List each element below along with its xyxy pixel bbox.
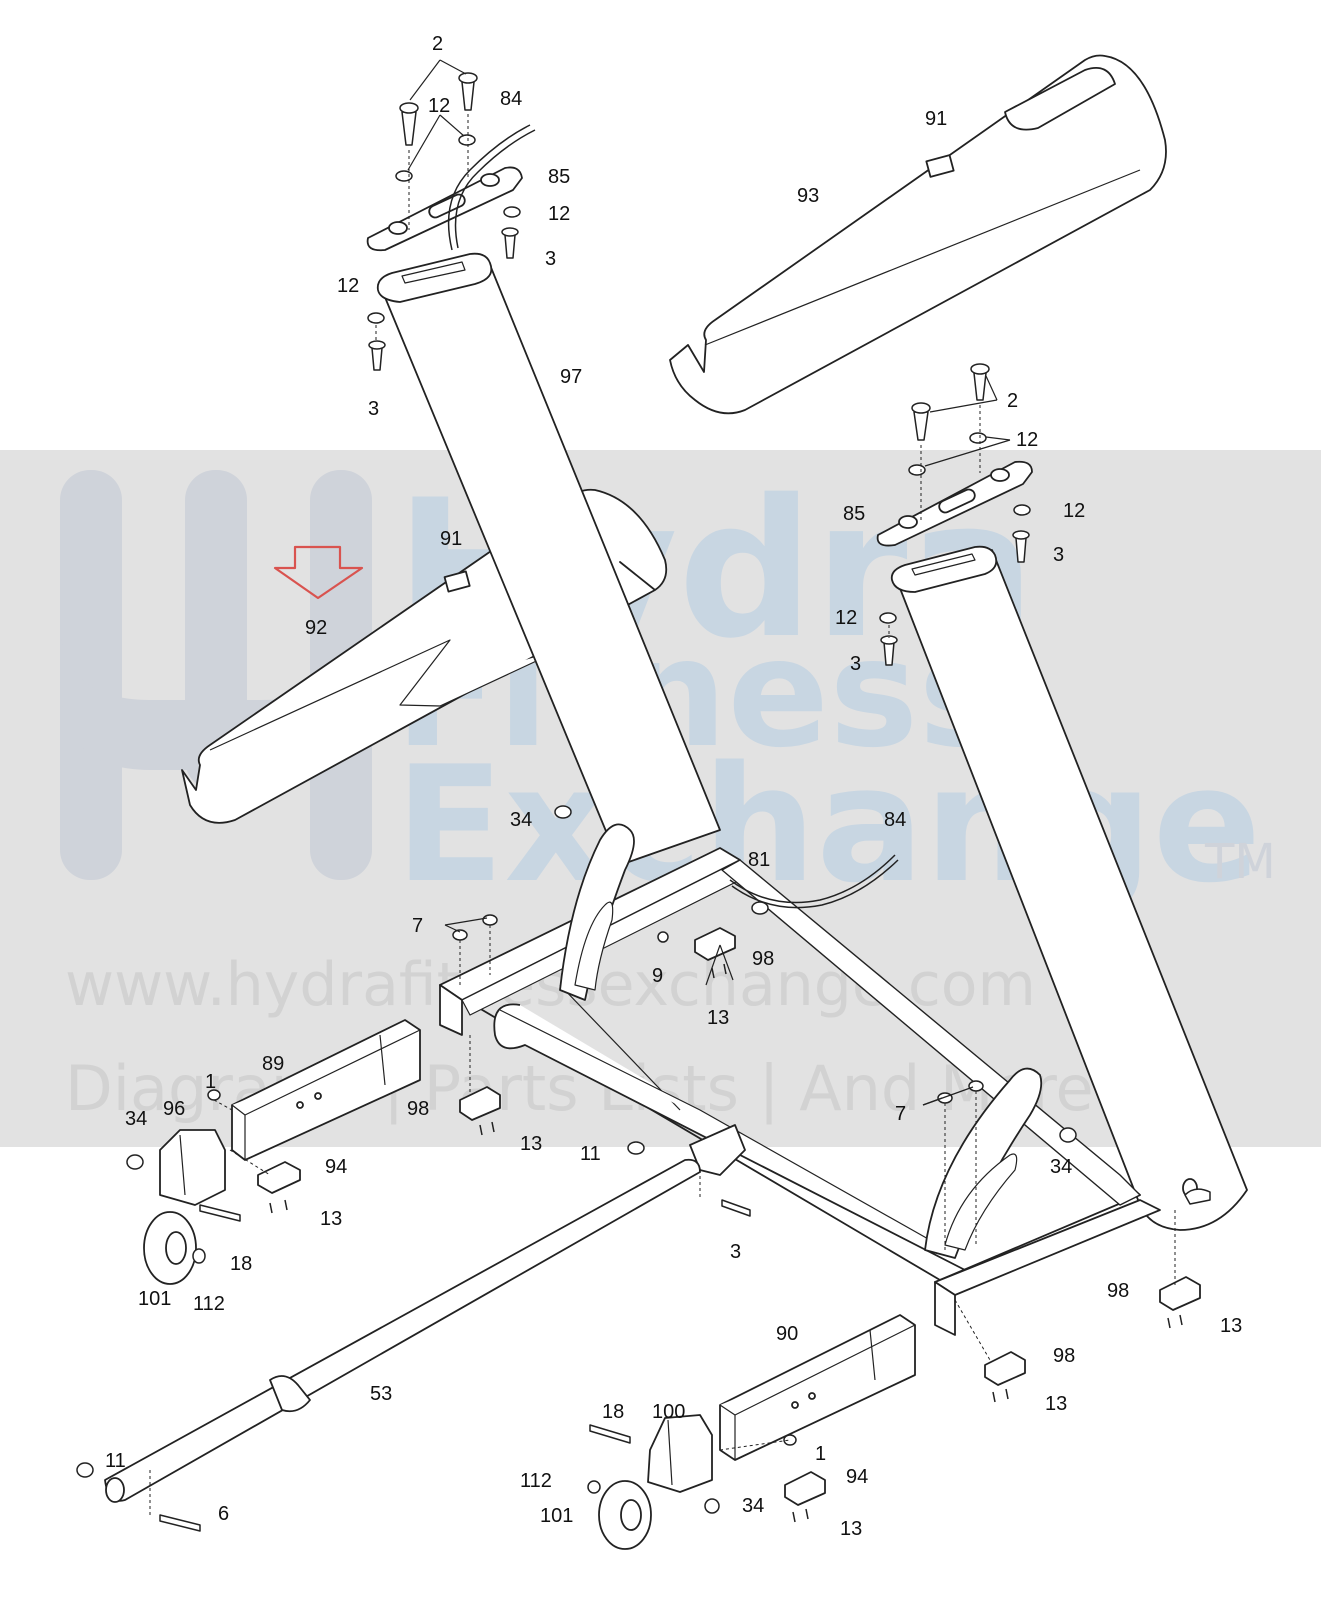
callout-101-right: 101 [540, 1505, 573, 1527]
foot-pads [257, 927, 1201, 1506]
callout-94-left: 94 [325, 1156, 347, 1178]
callout-84-top: 84 [500, 88, 522, 110]
callout-84-center: 84 [884, 809, 906, 831]
hardware [76, 72, 1211, 1532]
callout-3-top-left: 3 [545, 248, 556, 270]
callout-7-right: 7 [895, 1103, 906, 1125]
callout-11-center: 11 [580, 1143, 601, 1165]
callout-96: 96 [163, 1098, 185, 1120]
callout-13-left: 13 [320, 1208, 342, 1230]
callout-101-left: 101 [138, 1288, 171, 1310]
top-plate-left [366, 166, 523, 252]
callout-3-right-tube: 3 [850, 653, 861, 675]
callout-98-right: 98 [1053, 1345, 1075, 1367]
callout-1-left: 1 [205, 1071, 216, 1093]
callout-13-bottom: 13 [840, 1518, 862, 1540]
left-wheel-bracket [159, 1129, 226, 1206]
callout-85-right: 85 [843, 503, 865, 525]
callout-13-left-rail: 13 [520, 1133, 542, 1155]
callout-12-top-left: 12 [428, 95, 450, 117]
callout-53: 53 [370, 1383, 392, 1405]
callout-13-center: 13 [707, 1007, 729, 1029]
callout-98-far-right: 98 [1107, 1280, 1129, 1302]
callout-34-right: 34 [1050, 1156, 1072, 1178]
callout-12-right-tube: 12 [835, 607, 857, 629]
callout-18-left: 18 [230, 1253, 252, 1275]
callout-12-right-plate: 12 [1063, 500, 1085, 522]
callout-89: 89 [262, 1053, 284, 1075]
callout-12-right-top: 12 [1016, 429, 1038, 451]
callout-112-right: 112 [520, 1470, 552, 1492]
callout-85-top-left: 85 [548, 166, 570, 188]
leader-lines [149, 114, 1176, 1515]
callout-12-right-plate-left: 12 [548, 203, 570, 225]
left-upright-tube [376, 252, 721, 866]
axle-tube [104, 1158, 701, 1503]
callout-92: 92 [305, 617, 327, 639]
callout-3-left-tube: 3 [368, 398, 379, 420]
callout-7-center: 7 [412, 915, 423, 937]
callout-18-right: 18 [602, 1401, 624, 1423]
top-plate-right [876, 460, 1033, 547]
callout-6: 6 [218, 1503, 229, 1525]
callout-93: 93 [797, 185, 819, 207]
highlight-arrow-icon [273, 545, 364, 600]
callout-94-right: 94 [846, 1466, 868, 1488]
callout-11-bottom: 11 [105, 1450, 126, 1472]
callout-12-left-tube: 12 [337, 275, 359, 297]
base-frame [439, 823, 1161, 1336]
callout-13-right: 13 [1045, 1393, 1067, 1415]
right-wheel [598, 1480, 652, 1550]
callout-34-left: 34 [125, 1108, 147, 1130]
callout-labels: 2 12 84 85 12 3 12 3 97 91 93 2 12 85 12… [105, 33, 1242, 1540]
left-rail [231, 1019, 421, 1161]
right-upright-cover [669, 54, 1167, 415]
parts [76, 54, 1248, 1550]
wire-harness [447, 124, 899, 909]
callout-2-top-left: 2 [432, 33, 443, 55]
callout-100: 100 [652, 1401, 685, 1423]
callout-90: 90 [776, 1323, 798, 1345]
callout-leaders [407, 59, 1011, 1106]
callout-81: 81 [748, 849, 770, 871]
callout-91-left-cover: 91 [440, 528, 462, 550]
callout-1-right: 1 [815, 1443, 826, 1465]
callout-13-far-right: 13 [1220, 1315, 1242, 1337]
callout-3-center: 3 [730, 1241, 741, 1263]
left-wheel [143, 1211, 197, 1285]
right-wheel-bracket [647, 1414, 713, 1493]
callout-9: 9 [652, 965, 663, 987]
right-rail [719, 1314, 916, 1461]
watermark-trademark: TM [1204, 834, 1276, 890]
callout-97: 97 [560, 366, 582, 388]
callout-2-right: 2 [1007, 390, 1018, 412]
callout-3-right-plate: 3 [1053, 544, 1064, 566]
callout-112-left: 112 [193, 1293, 225, 1315]
callout-91-right-cover: 91 [925, 108, 947, 130]
callout-34-center: 34 [510, 809, 532, 831]
callout-98-center: 98 [752, 948, 774, 970]
callout-34-bottom: 34 [742, 1495, 764, 1517]
callout-98-left-rail: 98 [407, 1098, 429, 1120]
